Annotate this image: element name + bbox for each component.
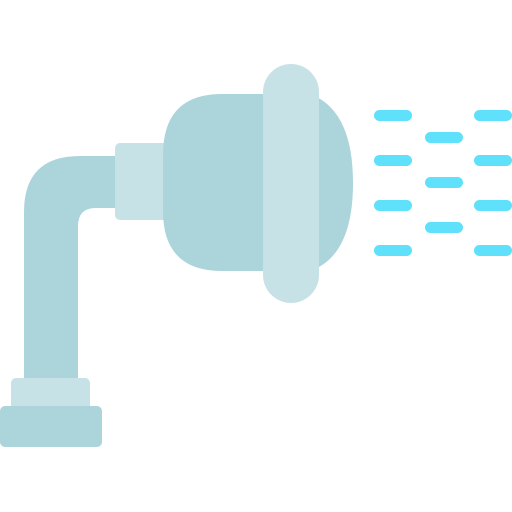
water-drop: [425, 177, 463, 188]
water-drop: [474, 200, 512, 211]
water-drop: [474, 155, 512, 166]
water-drop: [374, 200, 412, 211]
shower-head-rim: [263, 64, 319, 303]
shower-head-body: [163, 94, 353, 271]
water-drop: [425, 132, 463, 143]
water-drop: [474, 110, 512, 121]
connector-sleeve: [115, 143, 172, 220]
pipe-elbow: [24, 156, 120, 384]
pipe-base-nut: [0, 406, 102, 447]
pipe-collar: [11, 378, 90, 412]
water-spray: [374, 110, 512, 256]
water-drop: [374, 245, 412, 256]
water-drop: [374, 110, 412, 121]
water-drop: [425, 222, 463, 233]
water-drop: [474, 245, 512, 256]
water-drop: [374, 155, 412, 166]
